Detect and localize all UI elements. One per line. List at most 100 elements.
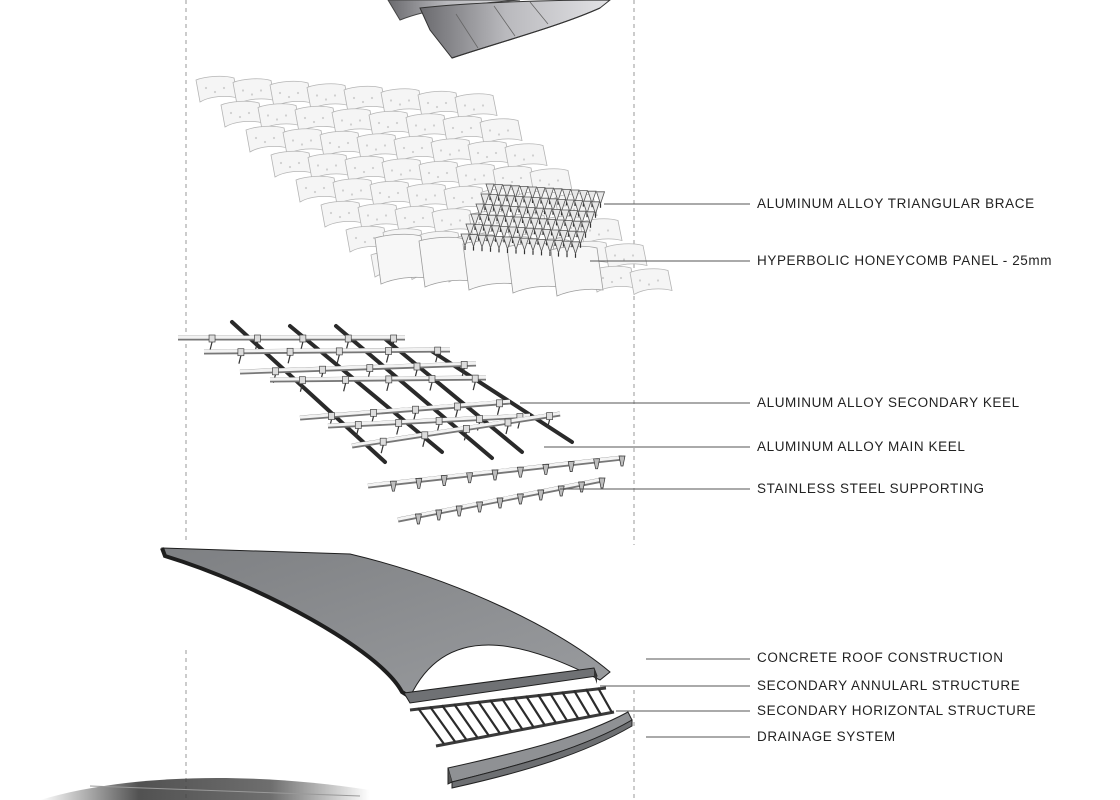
support-bracket xyxy=(567,461,575,472)
ladder-rod xyxy=(597,687,613,714)
panel-perforation xyxy=(420,146,424,150)
keel-clip xyxy=(237,348,245,357)
triangular-brace xyxy=(482,224,492,239)
panel-perforation xyxy=(279,161,283,165)
keel-clip xyxy=(496,399,503,408)
panel-perforation xyxy=(328,141,332,145)
support-bracket xyxy=(476,501,484,513)
keel-hanger xyxy=(454,409,459,419)
keel-clip xyxy=(354,421,362,429)
panel-perforation xyxy=(522,158,526,161)
keel-hanger xyxy=(429,382,433,391)
panel-perforation xyxy=(284,114,288,117)
support-bracket xyxy=(389,480,397,492)
triangular-brace xyxy=(548,198,558,213)
honeycomb-panel xyxy=(357,203,401,231)
triangular-brace xyxy=(567,230,577,245)
panel-perforation xyxy=(362,170,366,174)
ladder-rod xyxy=(465,701,490,737)
triangular-brace xyxy=(580,221,591,236)
keel-clip xyxy=(504,418,512,427)
triangular-brace xyxy=(546,219,557,233)
keel-clip xyxy=(546,412,553,420)
ladder-rod xyxy=(501,697,524,730)
support-bracket xyxy=(466,472,474,484)
keel-hanger xyxy=(343,383,347,392)
honeycomb-panel xyxy=(381,158,425,186)
main-keel xyxy=(288,324,444,454)
triangular-brace xyxy=(509,206,519,220)
panel-perforation xyxy=(312,120,316,124)
bottom-faded-structure xyxy=(40,777,370,800)
panel-perforation xyxy=(601,276,605,280)
keel-clip xyxy=(454,402,461,411)
triangular-brace xyxy=(473,224,484,238)
honeycomb-panel xyxy=(629,268,673,296)
keel-hanger xyxy=(396,426,400,435)
keel-hanger xyxy=(496,406,501,415)
panel-perforation xyxy=(473,178,477,181)
triangular-brace xyxy=(494,236,504,250)
keel-hanger xyxy=(300,341,304,351)
panel-perforation xyxy=(497,133,501,136)
panel-perforation xyxy=(386,125,390,129)
panel-perforation xyxy=(347,211,351,215)
panel-perforation xyxy=(346,141,350,145)
panel-perforation xyxy=(619,276,623,280)
keel-clip xyxy=(463,425,470,433)
panel-perforation xyxy=(412,220,416,224)
panel-perforation xyxy=(387,195,391,199)
triangular-brace xyxy=(468,234,479,248)
label-triangular-brace: ALUMINUM ALLOY TRIANGULAR BRACE xyxy=(757,196,1035,211)
panel-perforation xyxy=(485,155,489,159)
keel-hanger xyxy=(254,341,259,351)
keel-grid xyxy=(178,320,574,464)
panel-perforation xyxy=(510,180,514,184)
panel-perforation xyxy=(390,169,394,172)
panel-perforation xyxy=(313,190,317,194)
ladder-rod xyxy=(513,696,535,728)
panel-perforation xyxy=(408,169,412,172)
triangular-brace xyxy=(475,203,485,218)
ladder-rod xyxy=(417,707,445,745)
keel-hanger xyxy=(505,425,509,435)
panel-perforation xyxy=(597,233,601,236)
honeycomb-panel xyxy=(331,108,375,136)
triangular-brace xyxy=(488,194,499,208)
keel-clip xyxy=(342,375,349,384)
panel-perforation xyxy=(370,96,374,100)
ladder-rod xyxy=(525,695,546,726)
honeycomb-panel xyxy=(442,115,486,143)
keel-hanger xyxy=(386,382,390,392)
keel-hanger xyxy=(461,368,465,377)
triangular-brace xyxy=(526,207,536,221)
panel-perforation xyxy=(341,189,345,192)
panel-perforation xyxy=(402,146,406,150)
panel-perforation xyxy=(278,91,282,95)
triangular-brace xyxy=(497,194,507,209)
keel-hanger xyxy=(238,355,242,364)
panel-perforation xyxy=(263,140,267,144)
panel-perforation xyxy=(439,149,443,152)
honeycomb-panel xyxy=(195,75,239,103)
keel-hanger xyxy=(336,354,340,364)
honeycomb-panel xyxy=(343,85,387,113)
panel-perforation xyxy=(377,121,381,125)
secondary-keel xyxy=(269,375,487,381)
triangular-brace xyxy=(493,184,504,198)
support-bracket xyxy=(542,464,550,475)
triangular-brace xyxy=(529,217,540,232)
triangular-brace xyxy=(507,226,518,241)
support-bracket xyxy=(537,489,545,501)
panel-perforation xyxy=(460,130,464,134)
secondary-keel xyxy=(239,361,477,373)
triangular-brace xyxy=(553,240,564,254)
triangular-brace xyxy=(511,237,521,251)
label-main-keel: ALUMINUM ALLOY MAIN KEEL xyxy=(757,439,966,454)
label-annular-structure: SECONDARY ANNULARL STRUCTURE xyxy=(757,678,1021,693)
panel-perforation xyxy=(403,216,407,220)
panel-perforation xyxy=(427,171,431,175)
triangular-brace xyxy=(553,188,563,203)
triangular-brace xyxy=(512,216,523,231)
triangular-brace xyxy=(519,237,530,252)
